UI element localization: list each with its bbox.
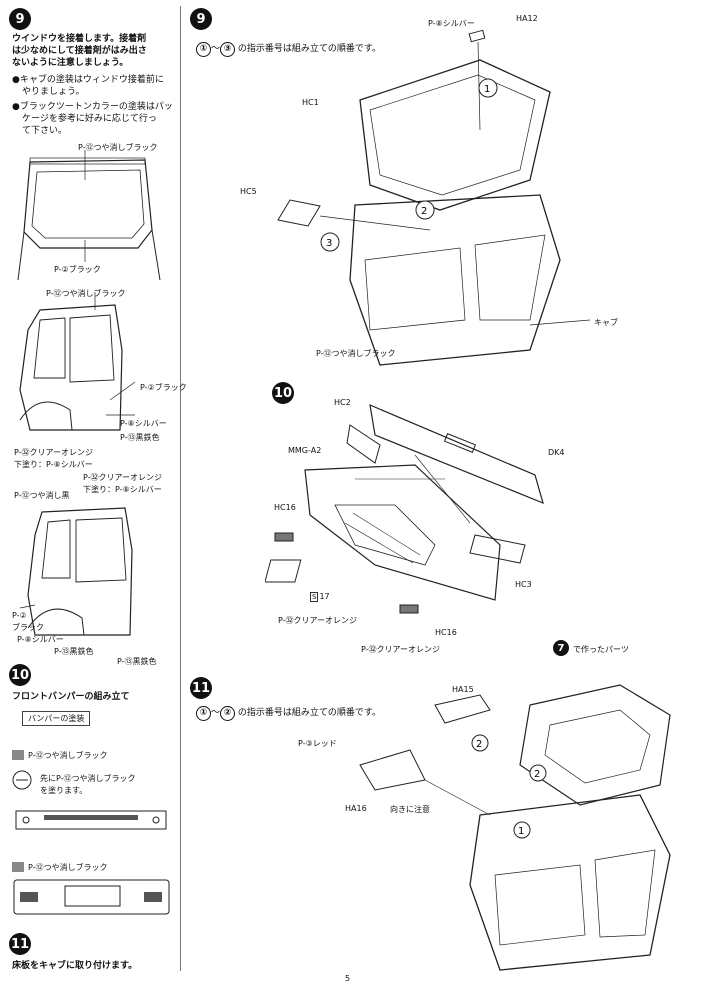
- red-paint-label: P-③レッド: [298, 739, 337, 748]
- win-black-label: P-②ブラック: [54, 265, 101, 274]
- cab-side-drawing-1: [19, 292, 136, 431]
- svg-text:3: 3: [326, 238, 332, 249]
- part-HA16: HA16: [345, 804, 367, 813]
- cab1-clear-label: P-㉜クリアーオレンジ: [14, 448, 94, 457]
- svg-text:1: 1: [518, 826, 524, 837]
- step9-bullet2c: て下さい。: [22, 126, 68, 136]
- silver-label: P-⑧シルバー: [428, 19, 475, 28]
- step9-order-text: ①〜③ の指示番号は組み立ての順番です。: [196, 42, 381, 57]
- step-10-number-right: 10: [272, 382, 294, 404]
- step9-line3: ないように注意しましょう。: [12, 58, 129, 68]
- part-MMG-A2: MMG-A2: [288, 446, 322, 455]
- part-HC16-a: HC16: [274, 503, 296, 512]
- swatch-2: [12, 862, 24, 872]
- svg-text:1: 1: [484, 84, 490, 95]
- step9-bullet2b: ケージを参考に好みに応じて行っ: [22, 114, 157, 124]
- page-number: 5: [345, 974, 351, 983]
- brush-icon: [12, 770, 32, 790]
- step9-matte-label: P-⑫つや消しブラック: [316, 349, 396, 358]
- cab2-matte-label: P-⑫つや消し黒: [14, 491, 70, 500]
- bumper-paint-box: バンパーの塗装: [22, 711, 91, 726]
- part-HC1: HC1: [302, 98, 319, 107]
- step-9-number: 9: [9, 8, 31, 30]
- part-HC16-b: HC16: [435, 628, 457, 637]
- cab2-clear-label: P-㉜クリアーオレンジ: [83, 473, 163, 482]
- clear-orange-label-1: P-㉜クリアーオレンジ: [278, 616, 358, 625]
- cab1-iron-label: P-⑬黒鉄色: [120, 433, 160, 442]
- cab2-black-label1: P-②: [12, 611, 27, 620]
- step9-bullet1b: やりましょう。: [22, 87, 85, 97]
- cab1-matte-label: P-⑫つや消しブラック: [46, 289, 126, 298]
- step9-order: の指示番号は組み立ての順番です。: [237, 44, 381, 54]
- sticker-S-mark: S: [310, 592, 319, 602]
- svg-text:2: 2: [534, 769, 540, 780]
- sticker-S17-num: 17: [319, 592, 330, 601]
- step11-order: の指示番号は組み立ての順番です。: [237, 708, 381, 718]
- step-7-ref-number: 7: [553, 640, 569, 656]
- step9-line1: ウインドウを接着します。接着剤: [12, 34, 147, 44]
- circle-1b: ①: [196, 706, 211, 721]
- step-9-number-right: 9: [190, 8, 212, 30]
- first-paint-line1: 先にP-⑫つや消しブラック: [40, 774, 136, 783]
- step11-order-text: ①〜② の指示番号は組み立ての順番です。: [196, 706, 381, 721]
- cab2-iron-label1: P-⑬黒鉄色: [54, 647, 94, 656]
- part-DK4: DK4: [548, 448, 565, 457]
- part-HC3: HC3: [515, 580, 532, 589]
- step10-title: フロントバンパーの組み立て: [12, 692, 130, 702]
- column-divider: [180, 6, 181, 971]
- circle-3: ③: [220, 42, 236, 57]
- part-HA12: HA12: [516, 14, 538, 23]
- floor-assembly-drawing: 2 2 1: [359, 684, 671, 971]
- step9-bullet2a: ●ブラックツートンカラーの塗装はパッ: [12, 102, 173, 112]
- part-HA15: HA15: [452, 685, 474, 694]
- cab1-silver-label: P-⑧シルバー: [120, 419, 167, 428]
- swatch2-label: P-⑫つや消しブラック: [28, 863, 108, 872]
- label-cab: キャブ: [594, 318, 618, 327]
- win-matte-label: P-⑫つや消しブラック: [78, 143, 158, 152]
- bumper-top-drawing: [15, 810, 167, 830]
- circle-1: ①: [196, 42, 211, 57]
- caution-orientation-label: 向きに注意: [390, 805, 430, 814]
- cab2-iron-label2: P-⑬黒鉄色: [117, 657, 157, 666]
- swatch-1: [12, 750, 24, 760]
- cab1-black-label-p: P-②ブラック: [140, 383, 187, 392]
- parts-from-step7-label: で作ったパーツ: [573, 645, 629, 654]
- svg-text:2: 2: [421, 206, 427, 217]
- clear-orange-label-2: P-㉜クリアーオレンジ: [361, 645, 441, 654]
- part-HC5: HC5: [240, 187, 257, 196]
- step9-line2: は少なめにして接着剤がはみ出さ: [12, 46, 147, 56]
- step-11-number-right: 11: [190, 677, 212, 699]
- bumper-assembly-drawing: [265, 404, 544, 614]
- step9-bullet1a: ●キャブの塗装はウィンドウ接着前に: [12, 75, 164, 85]
- cab2-black-label2: ブラック: [12, 623, 44, 632]
- windshield-drawing: [17, 150, 161, 281]
- step11-title: 床板をキャブに取り付けます。: [12, 961, 138, 971]
- circle-2b: ②: [220, 706, 236, 721]
- cab-side-drawing-2: [19, 507, 133, 636]
- first-paint-line2: を塗ります。: [40, 786, 88, 795]
- part-HC2: HC2: [334, 398, 351, 407]
- step-11-number: 11: [9, 933, 31, 955]
- bumper-front-drawing: [13, 879, 170, 915]
- cab2-silver-label: P-⑧シルバー: [17, 635, 64, 644]
- cab-assembly-drawing: 1 2 3: [277, 29, 591, 366]
- cab2-under-label: 下塗り：P-⑧シルバー: [83, 485, 162, 494]
- step-10-number: 10: [9, 664, 31, 686]
- cab1-under-label: 下塗り：P-⑧シルバー: [14, 460, 93, 469]
- swatch1-label: P-⑫つや消しブラック: [28, 751, 108, 760]
- svg-text:2: 2: [476, 739, 482, 750]
